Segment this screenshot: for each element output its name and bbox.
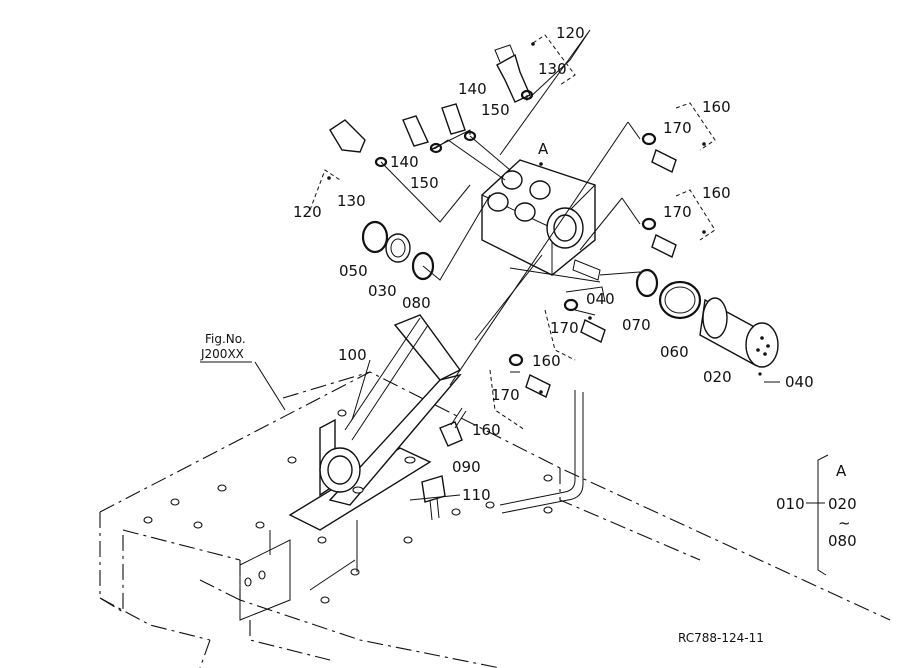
callout-a: A	[538, 140, 549, 158]
callout-labels: 120 130 140 150 A 140 150 130 120 160 17…	[293, 24, 814, 504]
callout-120-left: 120	[293, 203, 322, 221]
bolt-110	[421, 475, 446, 521]
o-ring-070	[635, 268, 659, 298]
callout-150-left: 150	[410, 174, 439, 192]
group-brackets	[309, 34, 716, 431]
fig-no-label: Fig.No.	[205, 332, 246, 346]
callout-140-top: 140	[458, 80, 487, 98]
callout-030: 030	[368, 282, 397, 300]
bolt-090	[439, 407, 467, 447]
callout-050: 050	[339, 262, 368, 280]
callout-160-lower-b: 160	[472, 421, 501, 439]
callout-170-lower-b: 170	[491, 386, 520, 404]
spool-assembly	[658, 280, 779, 368]
callout-160-lower-a: 160	[532, 352, 561, 370]
leader-lines	[254, 29, 641, 591]
callout-100: 100	[338, 346, 367, 364]
callout-090: 090	[452, 458, 481, 476]
valve-body	[481, 159, 601, 281]
callout-170-upper: 170	[663, 119, 692, 137]
elbow-fitting-left	[329, 119, 388, 168]
pipe-110	[499, 390, 584, 514]
fitting-140-left	[402, 115, 443, 154]
fittings-170-lower	[508, 298, 606, 398]
assembly-legend: A 010 020 ~ 080	[776, 454, 857, 576]
callout-040-right: 040	[785, 373, 814, 391]
callout-110: 110	[462, 486, 491, 504]
callout-080: 080	[402, 294, 431, 312]
callout-160-middle: 160	[702, 184, 731, 202]
callout-020: 020	[703, 368, 732, 386]
figure-reference: Fig.No. J200XX	[200, 332, 252, 363]
legend-from: 020	[828, 495, 857, 513]
callout-070: 070	[622, 316, 651, 334]
legend-range: ~	[838, 514, 851, 532]
callout-140-left: 140	[390, 153, 419, 171]
legend-to: 080	[828, 532, 857, 550]
callout-170-middle: 170	[663, 203, 692, 221]
callout-160-upper: 160	[702, 98, 731, 116]
callout-130-top: 130	[538, 60, 567, 78]
chassis-frame	[99, 371, 891, 668]
callout-170-lower-a: 170	[550, 319, 579, 337]
dots	[327, 42, 706, 394]
callout-150-top: 150	[481, 101, 510, 119]
fig-no-code: J200XX	[200, 347, 244, 361]
drawing-number: RC788-124-11	[678, 631, 764, 645]
bracket-100	[288, 314, 462, 531]
legend-main: 010	[776, 495, 805, 513]
callout-040-upper: 040	[586, 290, 615, 308]
callout-130-left: 130	[337, 192, 366, 210]
callout-060: 060	[660, 343, 689, 361]
legend-title: A	[836, 462, 847, 480]
fittings-170-right	[641, 132, 677, 258]
elbow-fitting-top	[494, 44, 534, 103]
callout-120-top: 120	[556, 24, 585, 42]
left-rings	[361, 220, 435, 281]
